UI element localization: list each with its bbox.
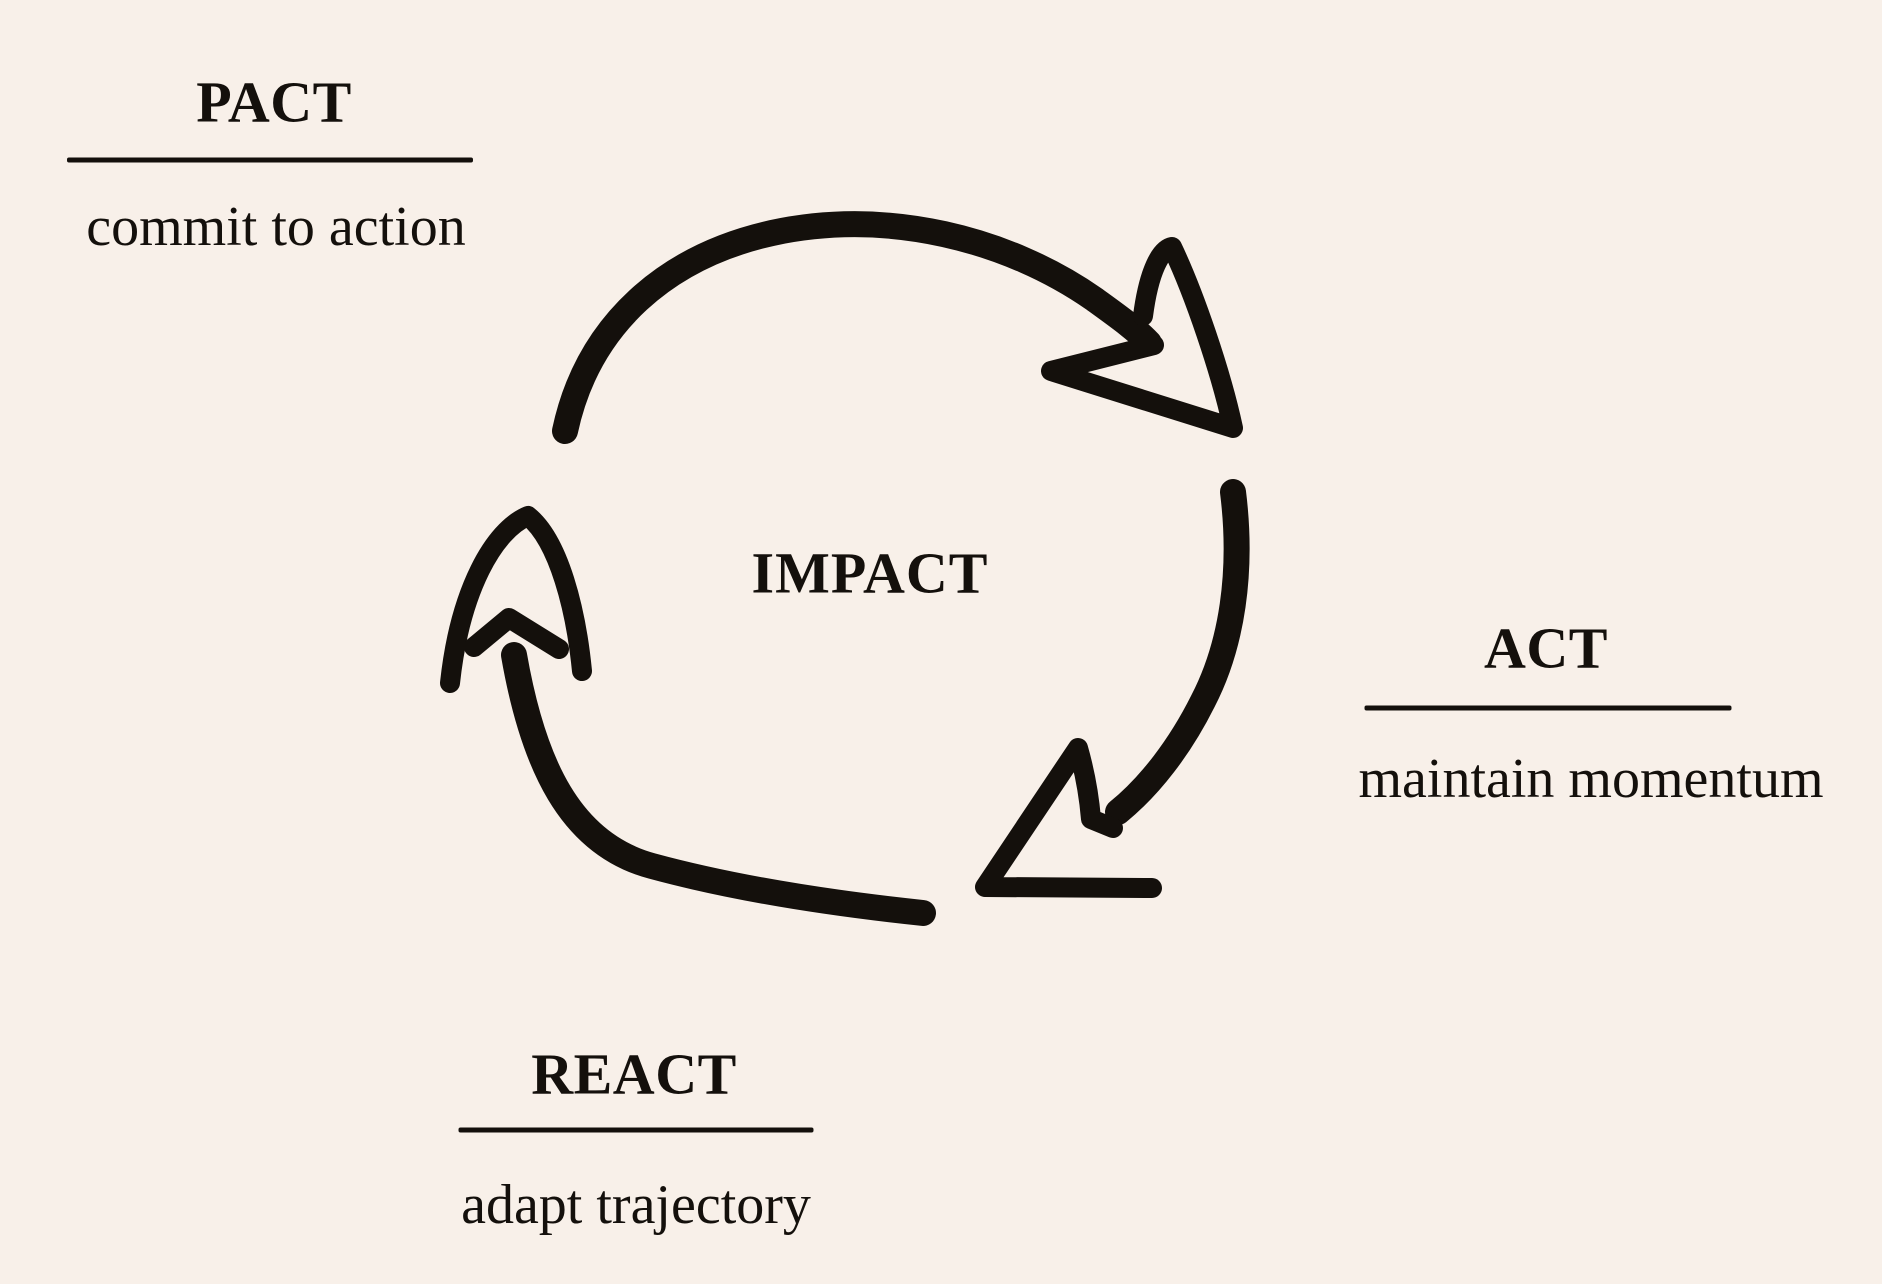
stage-underline-act <box>1364 705 1732 711</box>
arrow-arc-act-to-react <box>1105 479 1250 825</box>
stage-subtitle-act: maintain momentum <box>1358 748 1824 810</box>
center-label: IMPACT <box>751 540 989 606</box>
arrow-arc-react-to-pact <box>501 642 936 926</box>
arrowhead-pact-inner-icon <box>464 608 569 659</box>
stage-title-act: ACT <box>1484 615 1608 681</box>
stage-underline-react <box>458 1127 814 1133</box>
arrowhead-react-icon <box>975 738 1162 898</box>
arrowhead-pact-outer-icon <box>440 506 592 693</box>
stage-subtitle-react: adapt trajectory <box>461 1174 811 1236</box>
arrow-arc-pact-to-act <box>552 211 1162 444</box>
arrowhead-act-icon <box>1041 237 1243 438</box>
stage-subtitle-pact: commit to action <box>86 196 466 258</box>
stage-title-pact: PACT <box>196 69 352 135</box>
stage-underline-pact <box>67 157 473 163</box>
stage-title-react: REACT <box>531 1041 737 1107</box>
